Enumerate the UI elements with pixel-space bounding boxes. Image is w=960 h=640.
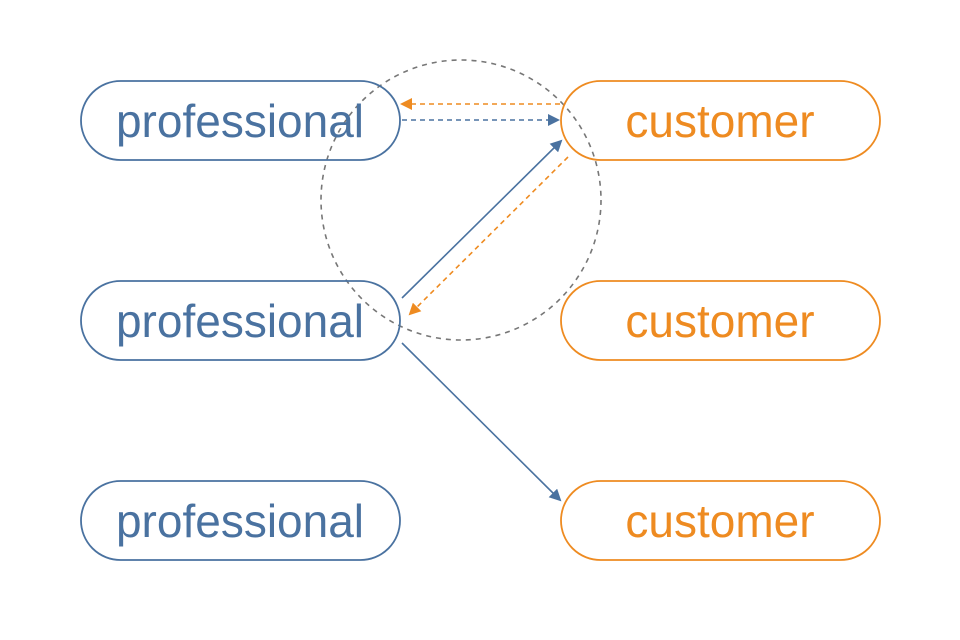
customer-node-3-label: customer [625, 495, 814, 547]
professional-node-2-label: professional [116, 295, 364, 347]
customer-node-2-label: customer [625, 295, 814, 347]
customer-node-1[interactable]: customer [560, 80, 881, 161]
professional-node-3-label: professional [116, 495, 364, 547]
edge-professional2-to-customer3 [401, 342, 562, 502]
edge-professional2-to-customer1 [401, 139, 563, 299]
professional-node-3[interactable]: professional [80, 480, 401, 561]
highlight-circle [320, 59, 602, 341]
professional-node-2[interactable]: professional [80, 280, 401, 361]
edge-customer1-to-professional2 [408, 156, 569, 316]
customer-node-1-label: customer [625, 95, 814, 147]
customer-node-3[interactable]: customer [560, 480, 881, 561]
professional-node-1-label: professional [116, 95, 364, 147]
customer-node-2[interactable]: customer [560, 280, 881, 361]
professional-node-1[interactable]: professional [80, 80, 401, 161]
